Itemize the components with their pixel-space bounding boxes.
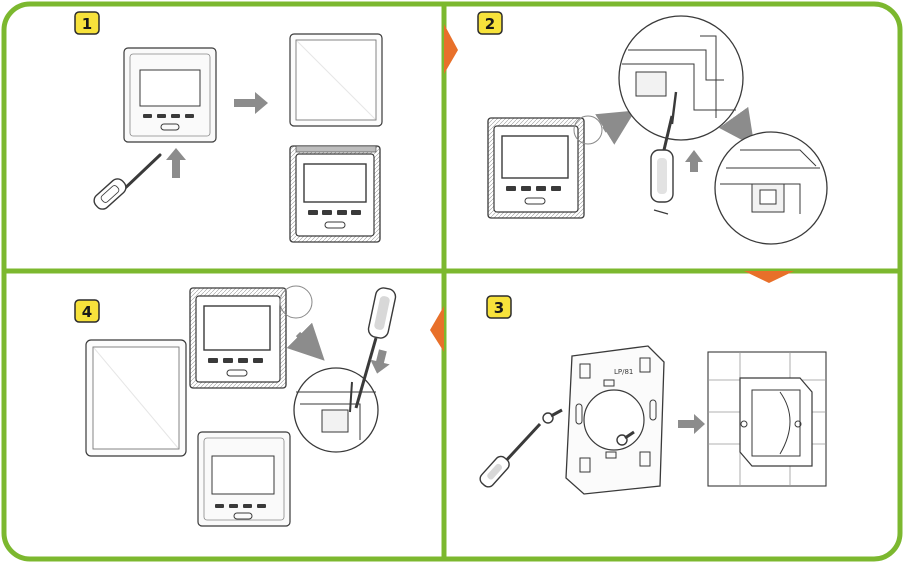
plate-label: LP/81 (614, 368, 633, 376)
gray-diagonal-arrow-icon (718, 106, 755, 147)
thermostat-module (289, 145, 381, 243)
gray-right-arrow-icon (678, 414, 705, 434)
panel-3: LP/81 (479, 345, 827, 495)
thermostat-module (189, 285, 313, 389)
gray-up-arrow-icon (685, 150, 703, 172)
panel-2 (487, 15, 828, 245)
gray-right-arrow-icon (234, 92, 268, 114)
step-badge-3: 3 (486, 295, 512, 319)
panel-1 (93, 33, 383, 243)
gray-diagonal-arrow-icon (595, 110, 636, 145)
flow-pointer-down-icon (744, 271, 794, 283)
screwdriver-icon (650, 115, 674, 215)
mounting-plate: LP/81 (565, 345, 665, 495)
thermostat-assembled (123, 47, 217, 143)
screwdriver-icon (93, 153, 162, 210)
step-number-1: 1 (82, 15, 92, 33)
step-number-3: 3 (494, 299, 504, 317)
flow-pointer-left-icon (430, 306, 444, 352)
gray-down-arrow-icon (370, 349, 390, 374)
thermostat-module (487, 115, 603, 219)
step-number-2: 2 (485, 15, 495, 33)
detail-zoom-circle (714, 131, 828, 245)
screwdriver-icon (479, 422, 542, 488)
front-frame (289, 33, 383, 127)
screw-icon (616, 430, 635, 446)
thermostat-assembled (197, 431, 291, 527)
detail-zoom-circle (293, 367, 379, 453)
front-frame (85, 339, 187, 457)
gray-diagonal-arrow-icon (286, 322, 325, 361)
step-badge-2: 2 (477, 11, 503, 35)
flow-pointer-right-icon (444, 24, 458, 74)
screwdriver-icon (354, 287, 397, 409)
step-badge-1: 1 (74, 11, 100, 35)
panel-4 (85, 285, 397, 527)
screw-icon (542, 408, 563, 424)
step-badge-4: 4 (74, 299, 100, 323)
step-number-4: 4 (82, 303, 92, 321)
detail-zoom-circle (618, 15, 744, 141)
wall-box (707, 351, 827, 487)
gray-up-arrow-icon (166, 148, 186, 178)
